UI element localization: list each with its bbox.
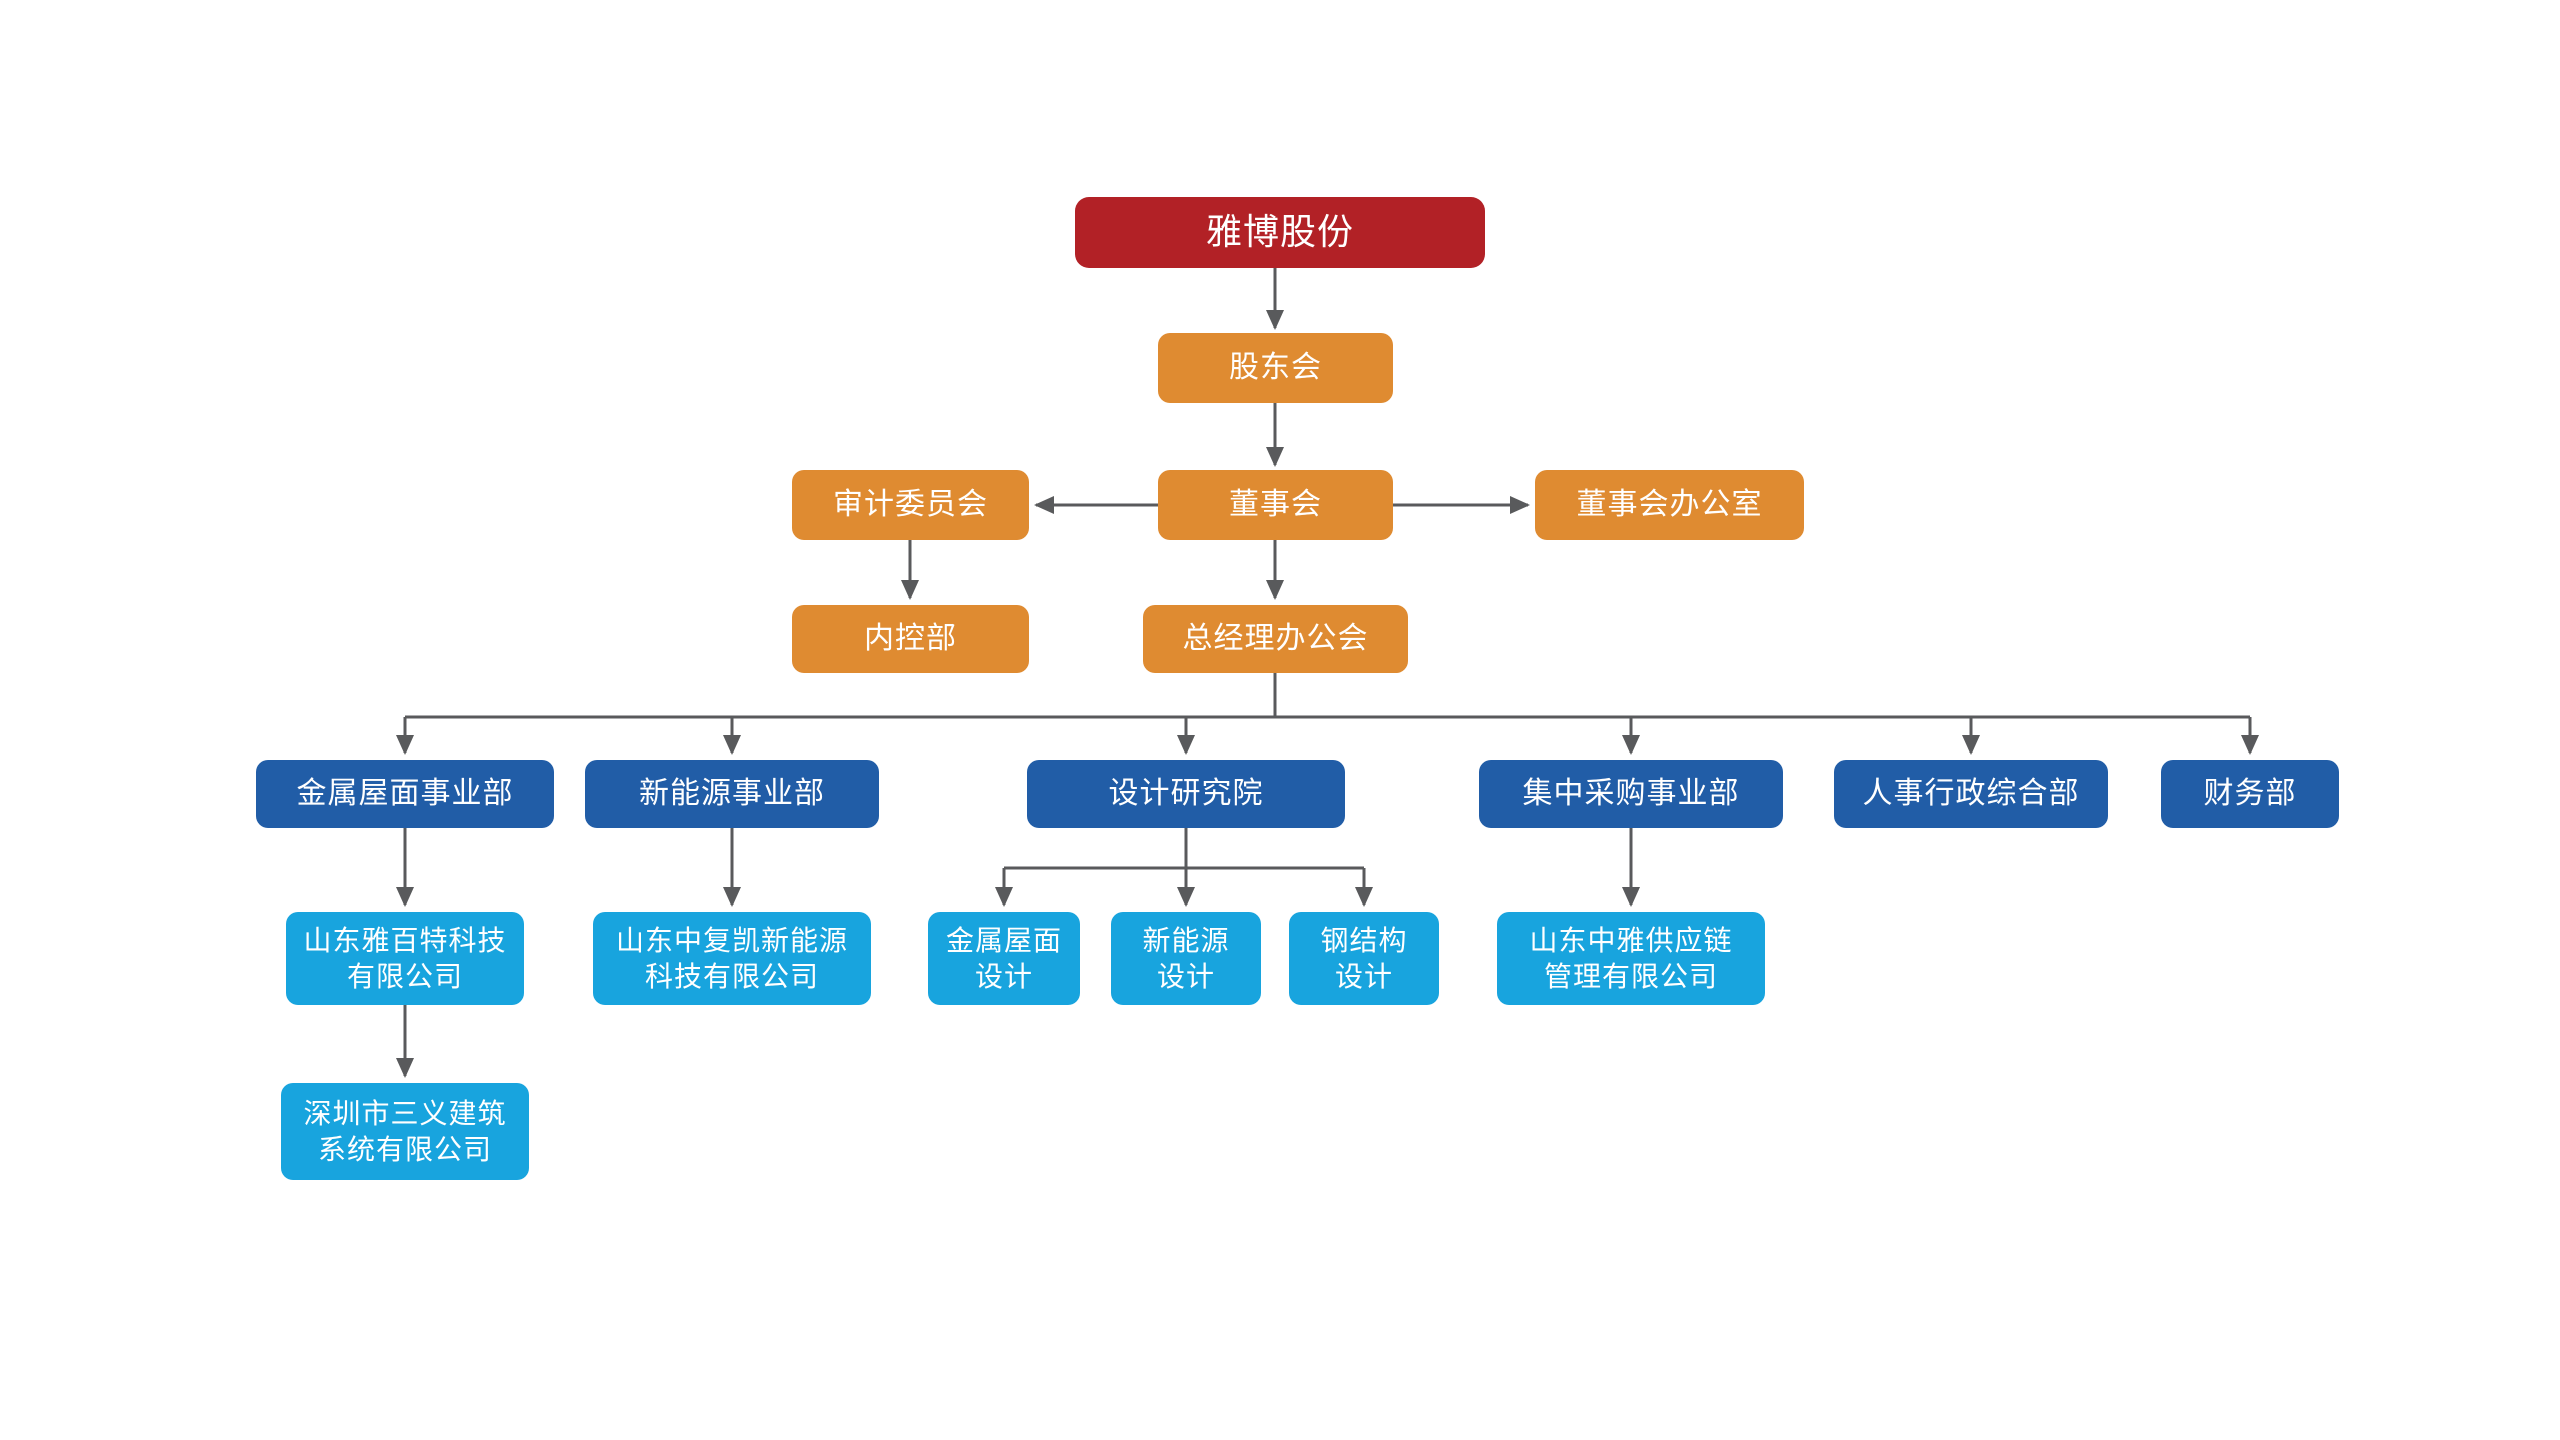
- node-new-energy-design: 新能源 设计: [1111, 912, 1261, 1005]
- node-steel-structure-design: 钢结构 设计: [1289, 912, 1439, 1005]
- node-shandong-zhongfukai-co: 山东中复凯新能源 科技有限公司: [593, 912, 871, 1005]
- node-new-energy-business-unit: 新能源事业部: [585, 760, 879, 828]
- node-shandong-yabaite-co: 山东雅百特科技 有限公司: [286, 912, 524, 1005]
- node-yabo-holdings: 雅博股份: [1075, 197, 1485, 268]
- node-design-research-institute: 设计研究院: [1027, 760, 1345, 828]
- node-metal-roof-business-unit: 金属屋面事业部: [256, 760, 554, 828]
- node-hr-admin-dept: 人事行政综合部: [1834, 760, 2108, 828]
- node-shenzhen-sanyi-co: 深圳市三义建筑 系统有限公司: [281, 1083, 529, 1180]
- node-metal-roof-design: 金属屋面 设计: [928, 912, 1080, 1005]
- node-centralized-procurement-unit: 集中采购事业部: [1479, 760, 1783, 828]
- edge-designinstitute-bus: [1004, 828, 1364, 870]
- node-board-of-directors: 董事会: [1158, 470, 1393, 540]
- node-finance-dept: 财务部: [2161, 760, 2339, 828]
- node-shareholders-meeting: 股东会: [1158, 333, 1393, 403]
- node-audit-committee: 审计委员会: [792, 470, 1029, 540]
- node-general-manager-office: 总经理办公会: [1143, 605, 1408, 673]
- node-shandong-zhongya-co: 山东中雅供应链 管理有限公司: [1497, 912, 1765, 1005]
- node-internal-control-dept: 内控部: [792, 605, 1029, 673]
- node-board-office: 董事会办公室: [1535, 470, 1804, 540]
- edge-gmoffice-bus: [405, 673, 2250, 719]
